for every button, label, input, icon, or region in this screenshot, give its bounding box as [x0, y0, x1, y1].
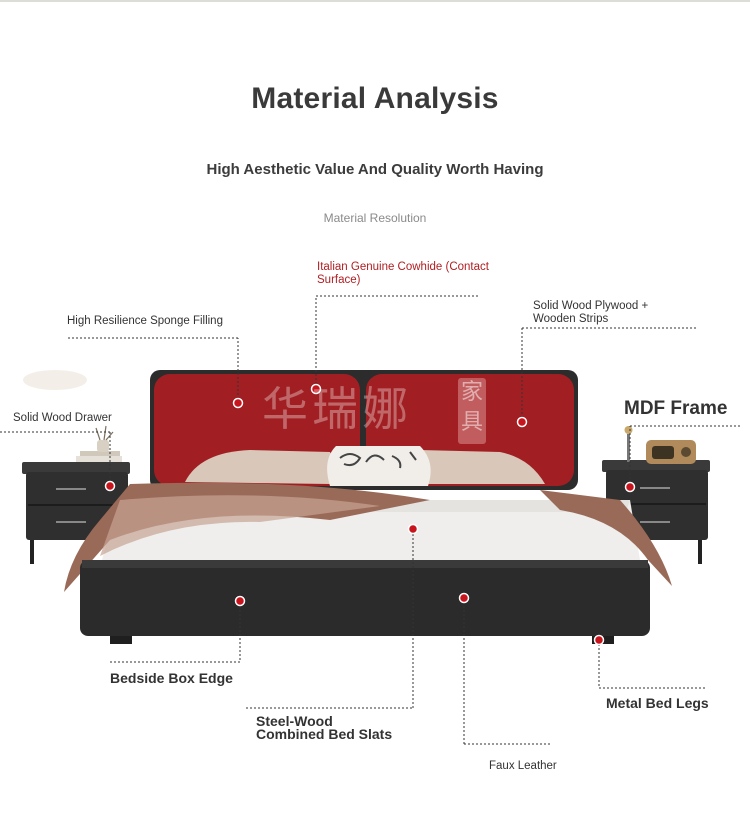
- brand-watermark: 华瑞娜: [262, 382, 412, 436]
- label-plywood-line1: Solid Wood Plywood +: [533, 300, 649, 312]
- label-slats-line2: Combined Bed Slats: [256, 726, 393, 742]
- leader-lines: [0, 295, 740, 745]
- dot-slats: [407, 523, 419, 535]
- top-divider: [0, 0, 750, 2]
- label-legs: Metal Bed Legs: [606, 695, 709, 711]
- page-subtitle: High Aesthetic Value And Quality Worth H…: [206, 161, 544, 178]
- label-mdf: MDF Frame: [624, 398, 728, 419]
- dot-faux: [458, 592, 470, 604]
- dot-box-edge: [234, 595, 246, 607]
- dot-sponge: [232, 397, 244, 409]
- dot-cowhide: [310, 383, 322, 395]
- dot-legs: [593, 634, 605, 646]
- dot-plywood: [516, 416, 528, 428]
- label-slats-line1: Steel-Wood: [256, 713, 333, 729]
- section-label: Material Resolution: [323, 211, 427, 225]
- label-cowhide: Italian Genuine Cowhide (Contact Surface…: [317, 261, 489, 286]
- throw-blanket: [64, 482, 672, 592]
- label-box-edge: Bedside Box Edge: [110, 670, 233, 686]
- label-drawer: Solid Wood Drawer: [13, 412, 112, 424]
- label-plywood-line2: Wooden Strips: [533, 313, 609, 325]
- page-title: Material Analysis: [251, 82, 499, 115]
- bed-base: [80, 560, 650, 644]
- label-sponge: High Resilience Sponge Filling: [67, 315, 223, 327]
- brand-watermark-badge: 家具: [458, 378, 486, 444]
- dot-drawer: [104, 480, 116, 492]
- dot-mdf: [624, 481, 636, 493]
- marker-dots: [104, 383, 636, 646]
- lamp-shade-left: [23, 370, 87, 390]
- pillows: [185, 446, 545, 486]
- label-faux: Faux Leather: [489, 760, 557, 772]
